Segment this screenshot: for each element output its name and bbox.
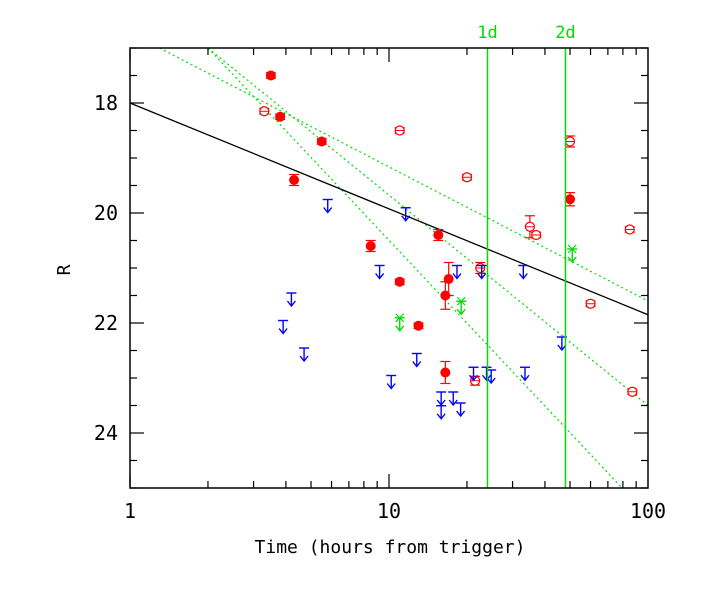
limit-arrow xyxy=(299,355,309,363)
axis-ticks: 1 10 100 18 20 22 24 xyxy=(94,47,666,523)
data-point xyxy=(278,319,289,335)
plot-area xyxy=(130,48,648,488)
filled-point xyxy=(316,136,327,147)
data-point xyxy=(564,135,576,148)
data-point xyxy=(451,264,462,280)
data-point xyxy=(531,229,542,241)
data-point xyxy=(394,125,405,136)
limit-arrow xyxy=(456,308,466,316)
data-point xyxy=(322,198,333,214)
limit-cross-b xyxy=(456,296,466,306)
data-point xyxy=(365,239,376,253)
data-point xyxy=(413,320,424,331)
limit-arrow xyxy=(477,273,487,280)
data-point xyxy=(627,386,638,397)
limit-arrow xyxy=(436,399,446,407)
vline-label-2d: 2d xyxy=(555,23,575,43)
data-point xyxy=(476,264,487,280)
data-point xyxy=(481,366,492,382)
data-point xyxy=(386,374,397,390)
data-point xyxy=(448,391,459,407)
data-point xyxy=(440,360,451,385)
filled-point xyxy=(413,320,424,331)
model-line-2 xyxy=(207,48,648,406)
limit-cross-b xyxy=(395,313,405,323)
filled-point xyxy=(265,70,276,81)
limit-arrow xyxy=(520,374,530,382)
x-tick-label: 100 xyxy=(630,499,666,523)
y-tick-label: 18 xyxy=(94,91,118,115)
data-point xyxy=(275,111,286,122)
limit-arrow xyxy=(486,377,496,385)
limit-arrow xyxy=(481,374,492,382)
limit-arrow xyxy=(468,374,479,382)
data-point xyxy=(400,207,411,222)
data-point xyxy=(265,70,276,81)
y-axis-title: R xyxy=(54,264,75,275)
x-axis-title: Time (hours from trigger) xyxy=(255,537,526,558)
limit-arrow xyxy=(452,273,462,280)
filled-point xyxy=(275,111,286,122)
model-line-3 xyxy=(207,48,623,488)
y-tick-label: 20 xyxy=(94,201,118,225)
data-point xyxy=(374,264,385,280)
limit-arrow xyxy=(567,256,577,264)
x-tick-label: 1 xyxy=(124,499,136,523)
filled-point xyxy=(440,367,451,378)
data-point xyxy=(456,296,467,316)
limit-arrow xyxy=(456,410,466,418)
data-point xyxy=(299,347,310,363)
y-tick-label: 22 xyxy=(94,311,118,335)
x-tick-label: 10 xyxy=(377,499,401,523)
fit-line xyxy=(130,102,648,316)
data-point xyxy=(443,261,454,297)
limit-arrow xyxy=(278,328,288,335)
data-point xyxy=(433,228,444,242)
limit-arrow xyxy=(448,399,458,407)
data-point xyxy=(567,244,578,264)
model-line-1 xyxy=(159,48,648,302)
data-point xyxy=(394,276,405,287)
data-point xyxy=(518,264,529,280)
limit-arrow xyxy=(386,383,396,390)
limit-arrow xyxy=(375,273,385,280)
data-point xyxy=(624,224,635,235)
data-point xyxy=(436,391,447,407)
plot-layer: 1d 2d xyxy=(130,23,648,488)
vline-label-1d: 1d xyxy=(477,23,497,43)
data-point xyxy=(259,106,270,117)
data-point xyxy=(436,405,447,420)
data-point xyxy=(455,402,466,418)
data-point xyxy=(316,136,327,147)
filled-point xyxy=(565,194,576,205)
data-point xyxy=(411,352,422,368)
limit-arrow xyxy=(286,300,296,308)
limit-arrow xyxy=(518,273,528,280)
limit-arrow xyxy=(395,325,405,332)
data-point xyxy=(519,366,530,382)
data-point xyxy=(565,192,576,207)
data-point xyxy=(394,313,405,332)
filled-point xyxy=(289,175,300,185)
filled-point xyxy=(394,276,405,287)
filled-point xyxy=(433,230,444,240)
data-point xyxy=(585,298,596,309)
limit-arrow xyxy=(323,207,333,214)
limit-arrow xyxy=(436,413,446,420)
y-tick-label: 24 xyxy=(94,421,118,445)
filled-point xyxy=(365,241,376,251)
data-point xyxy=(289,173,300,187)
limit-cross-b xyxy=(567,244,577,254)
data-point xyxy=(286,292,297,308)
limit-arrow xyxy=(412,361,422,368)
data-point xyxy=(468,366,479,382)
data-point xyxy=(461,172,473,183)
limit-arrow xyxy=(557,344,567,352)
plot-frame xyxy=(129,47,649,489)
limit-arrow xyxy=(401,215,411,222)
filled-point xyxy=(443,274,454,284)
